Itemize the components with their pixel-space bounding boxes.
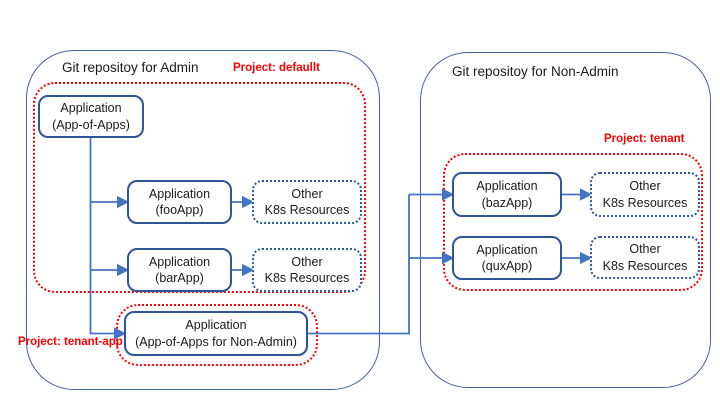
- application-app-of-apps-non-admin-box: Application (App-of-Apps for Non-Admin): [124, 311, 308, 356]
- git-repo-admin-title: Git repositoy for Admin: [62, 60, 199, 75]
- other-k8s-resources-baz-line2: K8s Resources: [602, 195, 688, 210]
- application-bazapp-label-line1: Application: [476, 179, 538, 194]
- application-bazapp-box: Application (bazApp): [452, 172, 562, 217]
- project-default-boundary: [33, 82, 366, 293]
- project-tenant-boundary: [443, 153, 703, 291]
- other-k8s-resources-foo-line2: K8s Resources: [264, 203, 350, 217]
- application-fooapp-label-line2: (fooApp): [155, 203, 204, 217]
- application-app-of-apps-non-admin-line1: Application: [185, 318, 247, 333]
- application-quxapp-label-line2: (quxApp): [481, 259, 533, 273]
- project-tenant-app-label: Project: tenant-app: [18, 336, 123, 348]
- application-app-of-apps-label-line2: (App-of-Apps): [52, 117, 130, 132]
- other-k8s-resources-foo-line1: Other: [291, 186, 323, 201]
- other-k8s-resources-foo-box: Other K8s Resources: [252, 180, 362, 224]
- application-fooapp-box: Application (fooApp): [127, 180, 232, 224]
- project-tenant-label: Project: tenant: [604, 133, 685, 145]
- other-k8s-resources-baz-box: Other K8s Resources: [590, 172, 700, 217]
- application-app-of-apps-non-admin-line2: (App-of-Apps for Non-Admin): [135, 334, 297, 349]
- application-quxapp-box: Application (quxApp): [452, 236, 562, 280]
- application-barapp-label-line1: Application: [148, 254, 211, 269]
- application-app-of-apps-box: Application (App-of-Apps): [38, 95, 144, 138]
- application-quxapp-label-line1: Application: [476, 242, 538, 257]
- other-k8s-resources-bar-line1: Other: [291, 254, 323, 269]
- project-default-label: Project: defaullt: [233, 62, 320, 74]
- application-bazapp-label-line2: (bazApp): [481, 195, 533, 210]
- other-k8s-resources-bar-line2: K8s Resources: [264, 271, 350, 285]
- other-k8s-resources-bar-box: Other K8s Resources: [252, 248, 362, 292]
- application-fooapp-label-line1: Application: [148, 186, 211, 201]
- other-k8s-resources-qux-line1: Other: [629, 242, 661, 257]
- git-repo-non-admin-boundary: [420, 52, 711, 388]
- application-barapp-box: Application (barApp): [127, 248, 232, 292]
- other-k8s-resources-qux-box: Other K8s Resources: [590, 236, 700, 279]
- application-barapp-label-line2: (barApp): [155, 271, 204, 285]
- other-k8s-resources-baz-line1: Other: [629, 179, 661, 194]
- git-repo-non-admin-title: Git repositoy for Non-Admin: [452, 64, 619, 79]
- application-app-of-apps-label-line1: Application: [60, 101, 122, 116]
- other-k8s-resources-qux-line2: K8s Resources: [602, 258, 688, 273]
